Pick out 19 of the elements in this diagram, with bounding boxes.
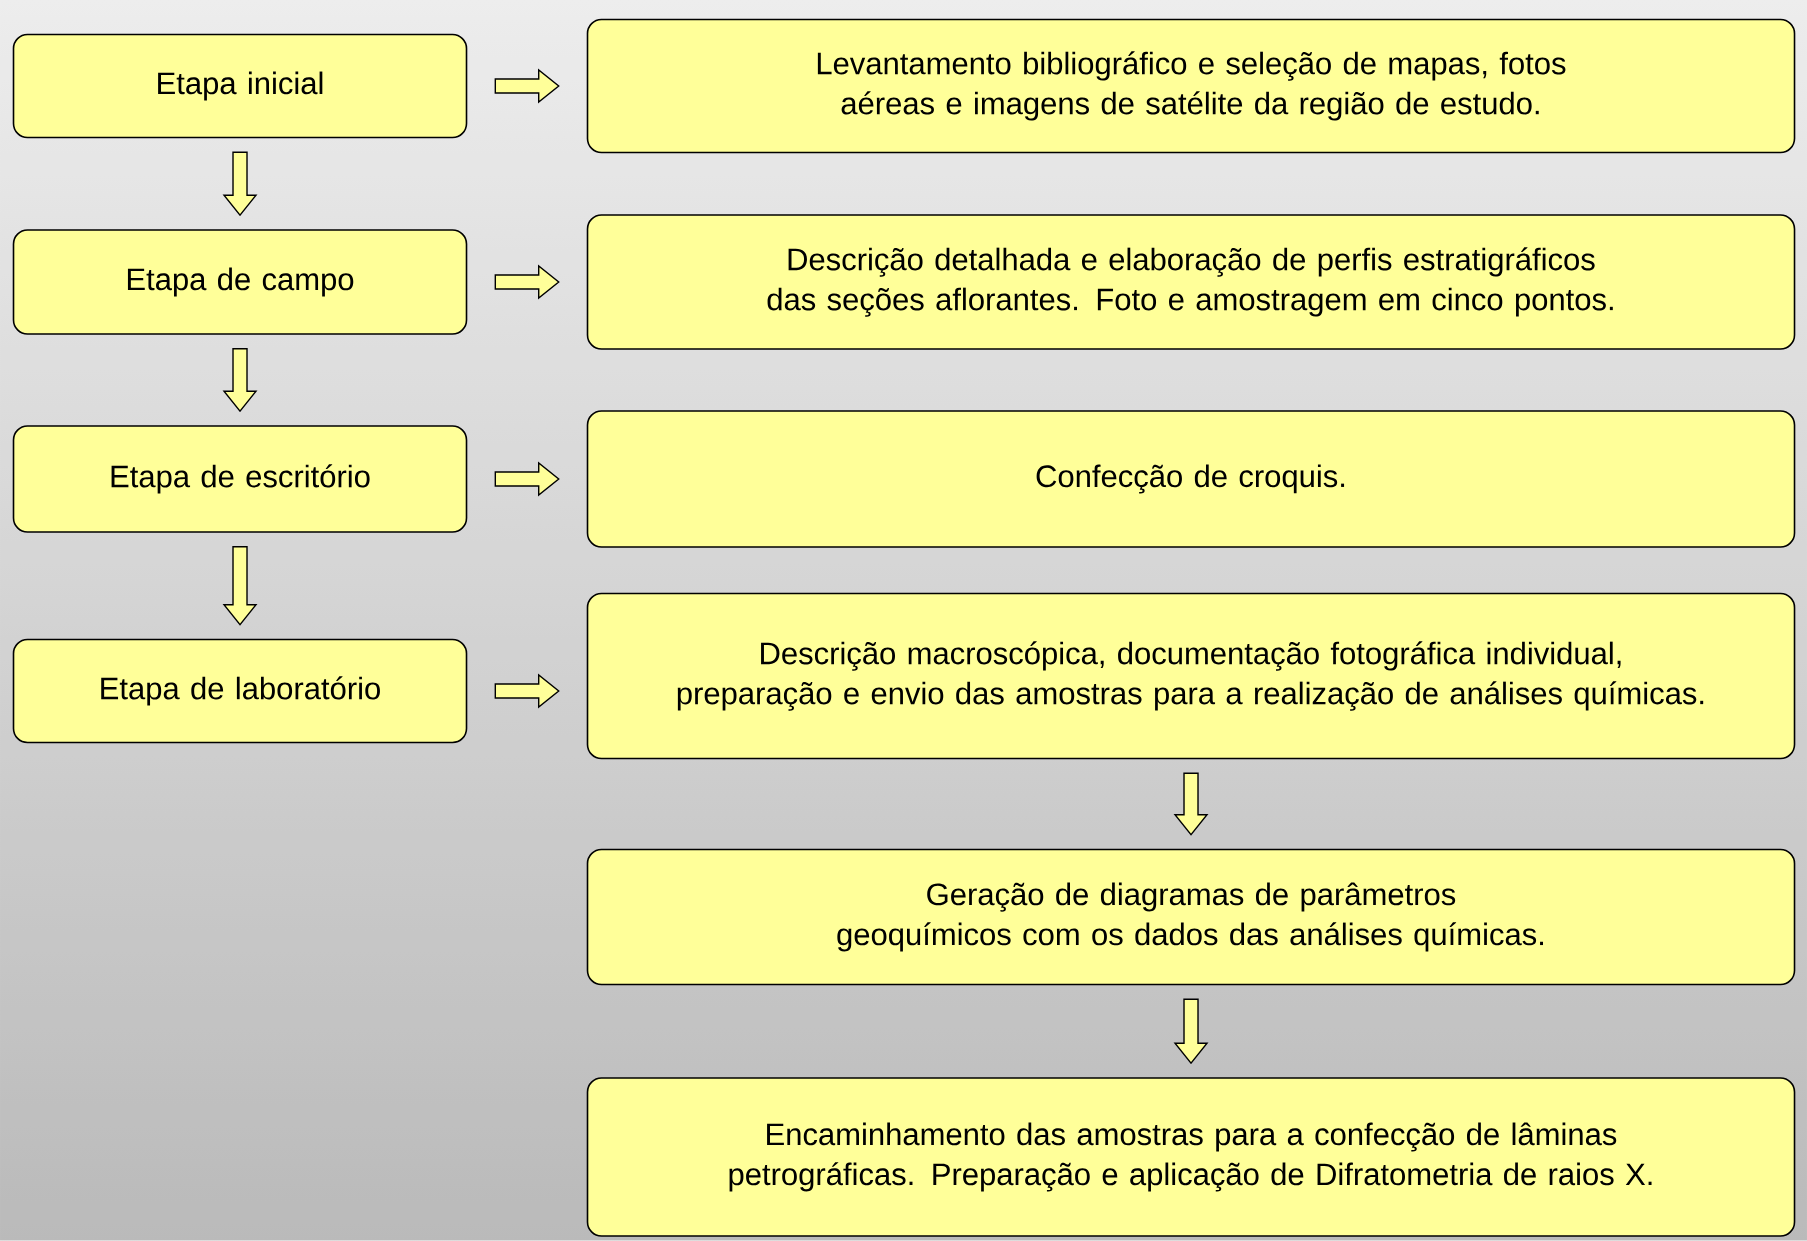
step-box: Encaminhamento das amostras para a confecção de lâminas petrográficas. Preparação e aplicação de Difratometria de raios X. (586, 1077, 1796, 1237)
step-box: Levantamento bibliográfico e seleção de mapas, fotos aéreas e imagens de satélite da região de estudo. (586, 18, 1796, 154)
step-box: Descrição macroscópica, documentação fotográfica individual, preparação e envio das amostras para a realização de análises químicas. (586, 592, 1796, 760)
block-arrow (494, 461, 560, 497)
block-arrow (494, 68, 560, 104)
block-arrow (494, 264, 560, 300)
block-arrow (1173, 772, 1209, 836)
block-arrow (222, 151, 258, 217)
step-box: Etapa de laboratório (12, 638, 468, 744)
step-box: Etapa de escritório (12, 425, 468, 533)
step-box: Descrição detalhada e elaboração de perfis estratigráficos das seções aflorantes. Foto e amostragem em cinco pontos. (586, 214, 1796, 350)
step-box: Geração de diagramas de parâmetros geoquímicos com os dados das análises químicas. (586, 848, 1796, 986)
block-arrow (222, 546, 258, 626)
block-arrow (222, 348, 258, 413)
step-box: Etapa de campo (12, 229, 468, 335)
step-box: Etapa inicial (12, 33, 468, 139)
step-box: Confecção de croquis. (586, 410, 1796, 548)
block-arrow (1173, 998, 1209, 1065)
block-arrow (494, 673, 560, 709)
